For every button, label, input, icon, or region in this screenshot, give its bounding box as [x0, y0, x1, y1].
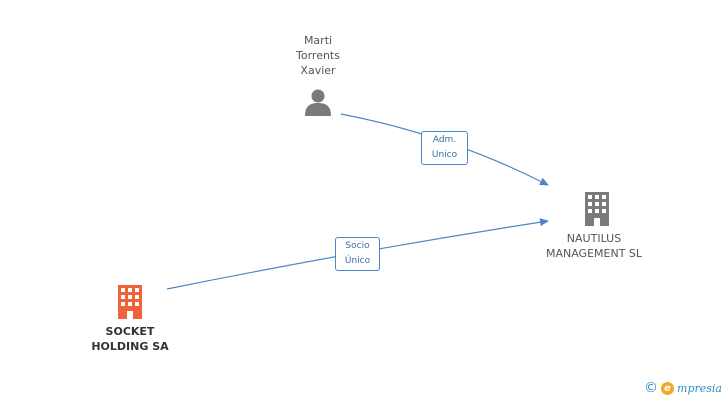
person-name-line-3: Xavier	[300, 64, 336, 77]
nautilus-name-line-1: NAUTILUS	[566, 232, 622, 245]
socket-name-line-1: SOCKET	[105, 325, 155, 338]
brand-logo-icon: e	[661, 381, 675, 395]
edge-badge-line-1: Adm.	[432, 135, 457, 145]
brand-name: mpresia	[677, 381, 722, 395]
socket-building-icon[interactable]	[116, 285, 144, 319]
person-name-label[interactable]: Marti Torrents Xavier	[268, 33, 368, 78]
person-icon[interactable]	[304, 88, 332, 116]
socket-name-label[interactable]: SOCKET HOLDING SA	[70, 324, 190, 354]
edge-badge-line-2: Unico	[431, 150, 458, 160]
person-name-line-2: Torrents	[296, 49, 340, 62]
edge-badge-line-1: Socio	[345, 241, 370, 251]
nautilus-name-line-2: MANAGEMENT SL	[545, 247, 643, 260]
edge-badge-socio-unico[interactable]: Socio Único	[335, 237, 380, 271]
socket-name-line-2: HOLDING SA	[91, 340, 169, 353]
person-name-line-1: Marti	[303, 34, 333, 47]
edge-badge-line-2: Único	[344, 256, 371, 266]
nautilus-name-label[interactable]: NAUTILUS MANAGEMENT SL	[534, 231, 654, 261]
brand-footer[interactable]: © e mpresia	[644, 380, 722, 396]
edge-badge-adm-unico[interactable]: Adm. Unico	[421, 131, 468, 165]
copyright-icon: ©	[644, 380, 659, 396]
nautilus-building-icon[interactable]	[583, 192, 611, 226]
